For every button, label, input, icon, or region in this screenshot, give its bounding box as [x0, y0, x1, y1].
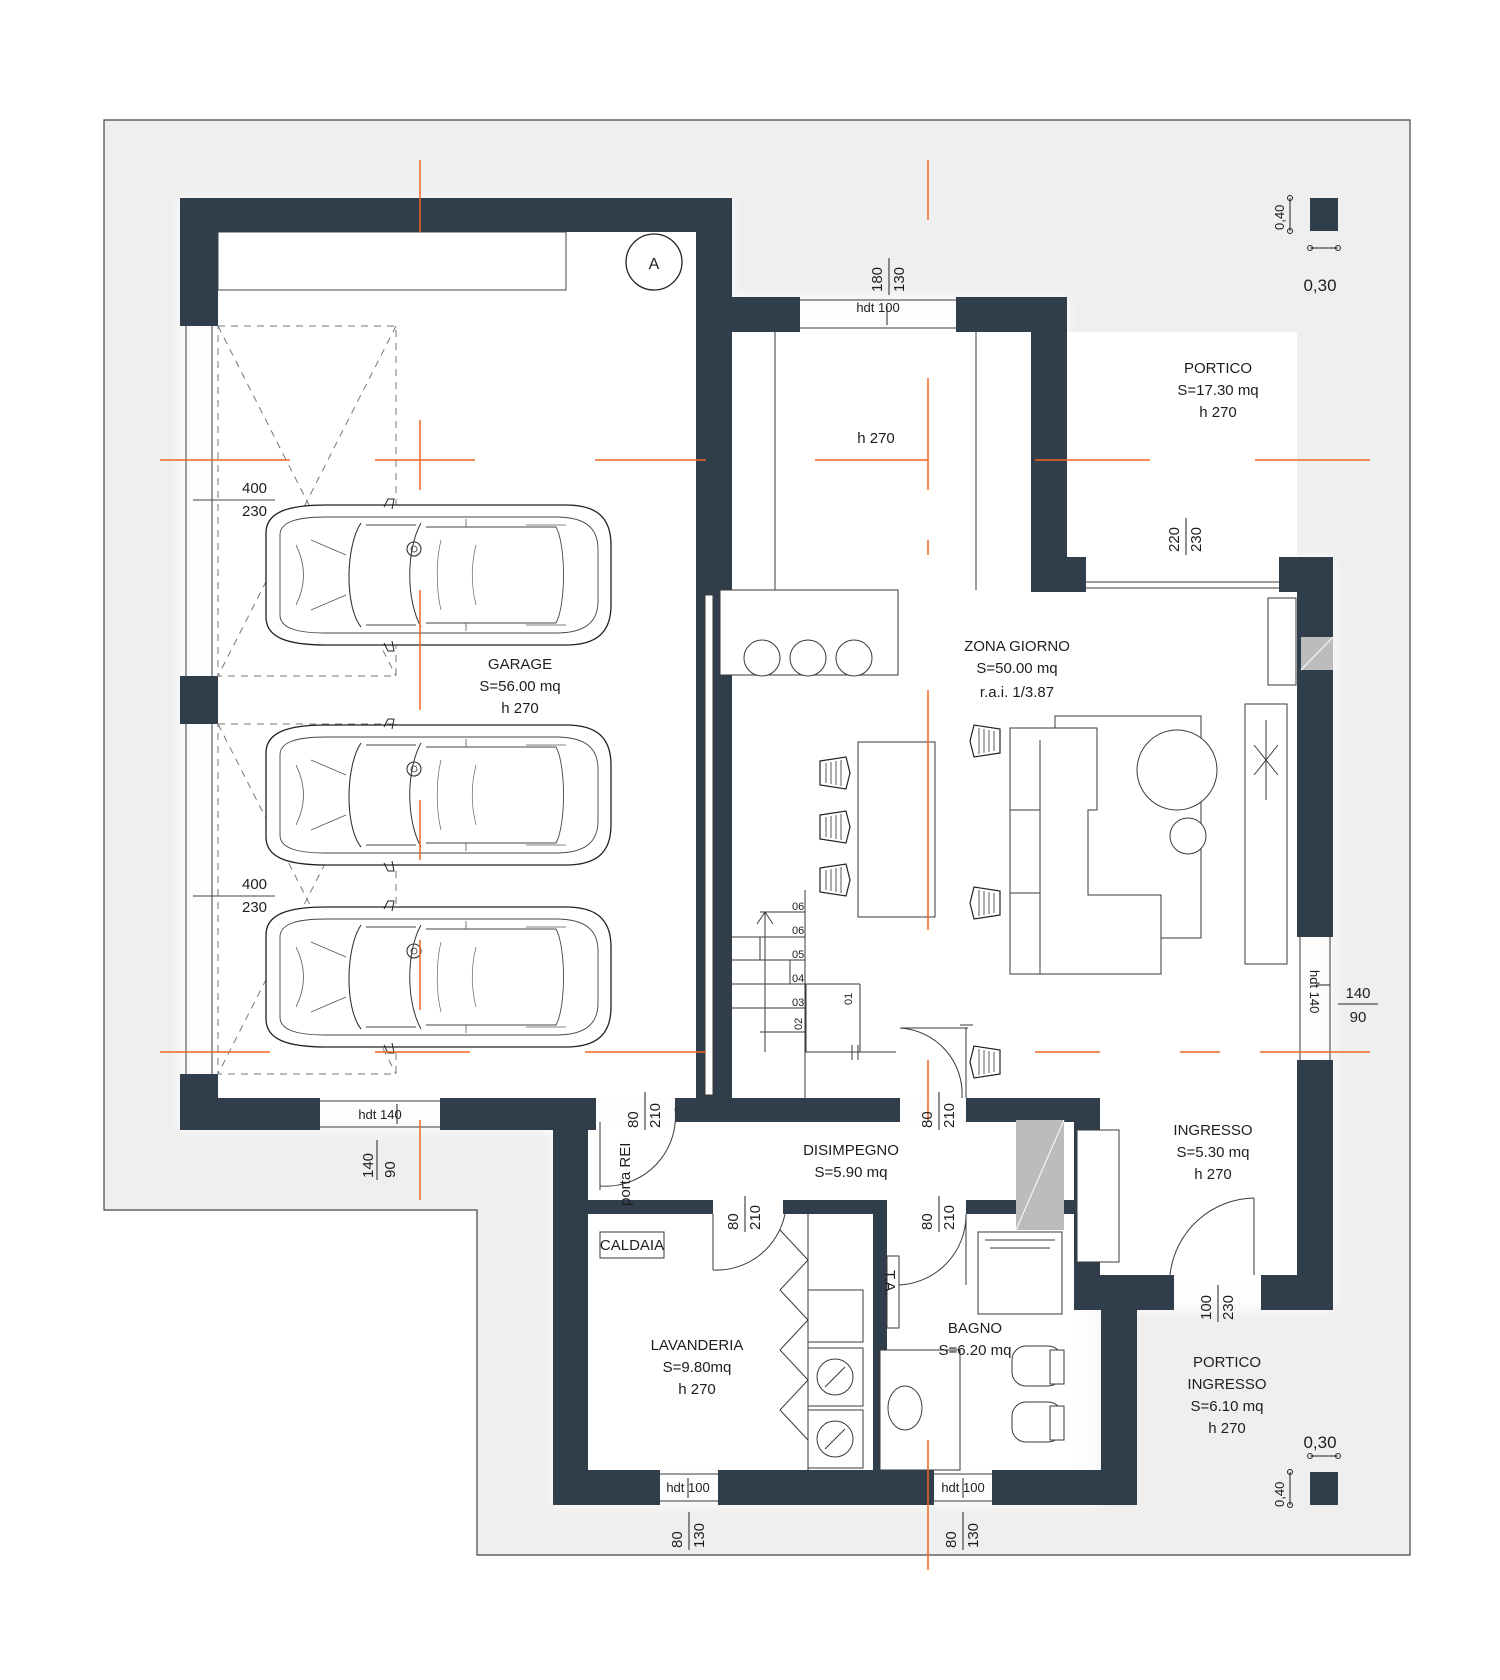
dim-garage-lower-1: 400: [242, 876, 267, 893]
stair-step-4: 04: [792, 973, 804, 985]
dim-rei-door-2: 210: [647, 1103, 664, 1128]
dim-ingresso-door-1: 100: [1198, 1295, 1215, 1320]
garage-height: h 270: [501, 700, 539, 717]
garage-fixtures: [193, 231, 683, 1075]
dim-ingresso-door-2: 230: [1220, 1295, 1237, 1320]
dim-top-window-1: 180: [869, 267, 886, 292]
dim-bagno-door-2: 210: [941, 1205, 958, 1230]
ingresso-area: S=5.30 mq: [1177, 1144, 1250, 1161]
stair-step-1: 06: [792, 901, 804, 913]
dim-top-window-2: 130: [891, 267, 908, 292]
zona-giorno-area: S=50.00 mq: [976, 660, 1057, 677]
garage-name: GARAGE: [488, 656, 552, 673]
scale-legend-top: [1287, 195, 1341, 251]
zona-giorno-rai: r.a.i. 1/3.87: [980, 684, 1054, 701]
scale-top-height: 0,40: [1272, 205, 1287, 230]
stair-step-2: 06: [792, 925, 804, 937]
porta-rei-label: porta REI: [617, 1143, 634, 1206]
kitchen-height: h 270: [857, 430, 895, 447]
dim-garage-bottom-window-1: 140: [360, 1153, 377, 1178]
stair-step-3: 05: [792, 949, 804, 961]
portico-name: PORTICO: [1184, 360, 1252, 377]
living-furniture: [704, 332, 1334, 1096]
disimpegno-area: S=5.90 mq: [815, 1164, 888, 1181]
garage-area: S=56.00 mq: [479, 678, 560, 695]
dim-bagno-window-2: 130: [965, 1523, 982, 1548]
dim-portico-window-1: 220: [1166, 527, 1183, 552]
dim-living-door-1: 80: [919, 1111, 936, 1128]
hdt-garage-window: hdt 140: [358, 1107, 401, 1122]
portico-ingresso-name1: PORTICO: [1193, 1354, 1261, 1371]
dim-garage-bottom-window-2: 90: [382, 1161, 399, 1178]
dim-lav-window-1: 80: [669, 1531, 686, 1548]
dim-garage-upper-1: 400: [242, 480, 267, 497]
dimension-lines: [376, 258, 1378, 1550]
lavanderia-name: LAVANDERIA: [651, 1337, 744, 1354]
dim-bagno-door-1: 80: [919, 1213, 936, 1230]
dim-right-window-1: 140: [1345, 985, 1370, 1002]
ingresso-name: INGRESSO: [1173, 1122, 1252, 1139]
dim-lav-door-1: 80: [725, 1213, 742, 1230]
portico-ingresso-name2: INGRESSO: [1187, 1376, 1266, 1393]
doors: [599, 1024, 1255, 1286]
windows: [185, 299, 1331, 1502]
dim-portico-window-2: 230: [1188, 527, 1205, 552]
lavanderia-area: S=9.80mq: [663, 1359, 732, 1376]
disimpegno-name: DISIMPEGNO: [803, 1142, 899, 1159]
dim-living-door-2: 210: [941, 1103, 958, 1128]
dim-right-window-2: 90: [1350, 1009, 1367, 1026]
scale-top-width: 0,30: [1303, 276, 1336, 295]
ingresso-height: h 270: [1194, 1166, 1232, 1183]
axis-markers: [160, 160, 1370, 1570]
portico-ingresso-height: h 270: [1208, 1420, 1246, 1437]
hdt-lavanderia-window: hdt 100: [666, 1480, 709, 1495]
caldaia-name: CALDAIA: [600, 1237, 664, 1254]
stair-step-7: 01: [843, 993, 855, 1005]
dim-garage-lower-2: 230: [242, 899, 267, 916]
service-fixtures: [599, 1119, 1120, 1471]
scale-bottom-width: 0,30: [1303, 1433, 1336, 1452]
staircase: [722, 890, 896, 1098]
scale-legend-bottom: [1287, 1453, 1341, 1508]
dim-bagno-window-1: 80: [943, 1531, 960, 1548]
walls: [180, 198, 1333, 1505]
dim-lav-window-2: 130: [691, 1523, 708, 1548]
bagno-name: BAGNO: [948, 1320, 1002, 1337]
portico-height: h 270: [1199, 404, 1237, 421]
stair-step-6: 02: [793, 1018, 805, 1030]
hdt-bagno-window: hdt 100: [941, 1480, 984, 1495]
scale-bottom-height: 0,40: [1272, 1482, 1287, 1507]
hdt-right-window: hdt 140: [1307, 970, 1322, 1013]
section-marker: [625, 233, 683, 291]
section-marker-label: A: [649, 256, 660, 273]
stair-step-5: 03: [792, 997, 804, 1009]
zona-giorno-name: ZONA GIORNO: [964, 638, 1070, 655]
portico-area: S=17.30 mq: [1177, 382, 1258, 399]
hdt-top-window: hdt 100: [856, 300, 899, 315]
ta-label: T.A.: [881, 1270, 898, 1296]
portico-ingresso-area: S=6.10 mq: [1191, 1398, 1264, 1415]
dim-lav-door-2: 210: [747, 1205, 764, 1230]
dim-garage-upper-2: 230: [242, 503, 267, 520]
bagno-area: S=6.20 mq: [939, 1342, 1012, 1359]
dim-rei-door-1: 80: [625, 1111, 642, 1128]
lavanderia-height: h 270: [678, 1381, 716, 1398]
